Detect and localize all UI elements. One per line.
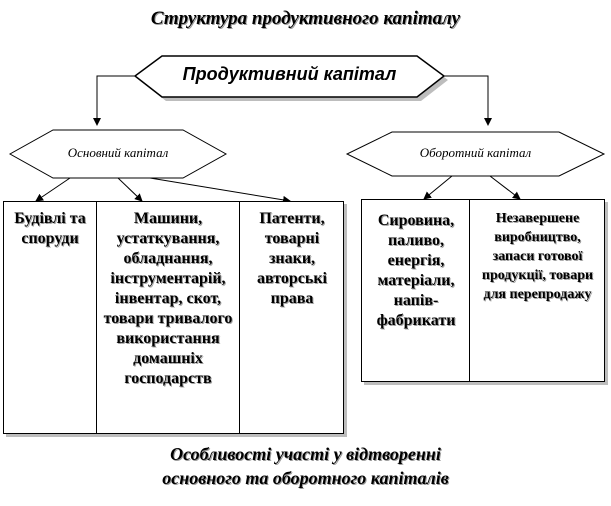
arrow-fixed-buildings [35, 177, 71, 202]
footer-line-2: основного та оборотного капіталів [162, 468, 449, 488]
diagram-title: Структура продуктивного капіталу [150, 8, 461, 29]
working-capital-hexagon [345, 131, 606, 177]
working-item-materials: Сировина, паливо, енергія, матеріали, на… [376, 212, 456, 329]
fixed-divider-1 [96, 201, 97, 434]
fixed-item-patents: Патенти, товарні знаки, авторські права [256, 210, 327, 307]
arrow-fixed-machinery [117, 177, 143, 202]
fixed-divider-2 [239, 201, 240, 434]
working-capital-label: Оборотний капітал [419, 145, 532, 160]
working-item-wip: Незавершене виробництво, запаси готової … [481, 211, 594, 302]
working-divider [469, 199, 470, 382]
arrow-working-wip [489, 175, 521, 200]
connector-root-left [93, 75, 135, 126]
footer-line-1: Особливості участі у відтворенні [170, 444, 441, 464]
working-capital-box [361, 199, 605, 382]
fixed-item-machinery: Машини, устаткування, обладнання, інстру… [103, 210, 233, 387]
arrow-working-materials [423, 175, 453, 200]
fixed-capital-hexagon [8, 129, 228, 179]
connector-root-right [444, 75, 492, 126]
fixed-capital-label: Основний капітал [67, 145, 169, 160]
fixed-item-buildings: Будівлі та споруди [14, 210, 86, 247]
fixed-capital-box [3, 201, 344, 434]
root-label: Продуктивний капітал [182, 64, 397, 84]
arrow-fixed-patents [149, 177, 291, 204]
